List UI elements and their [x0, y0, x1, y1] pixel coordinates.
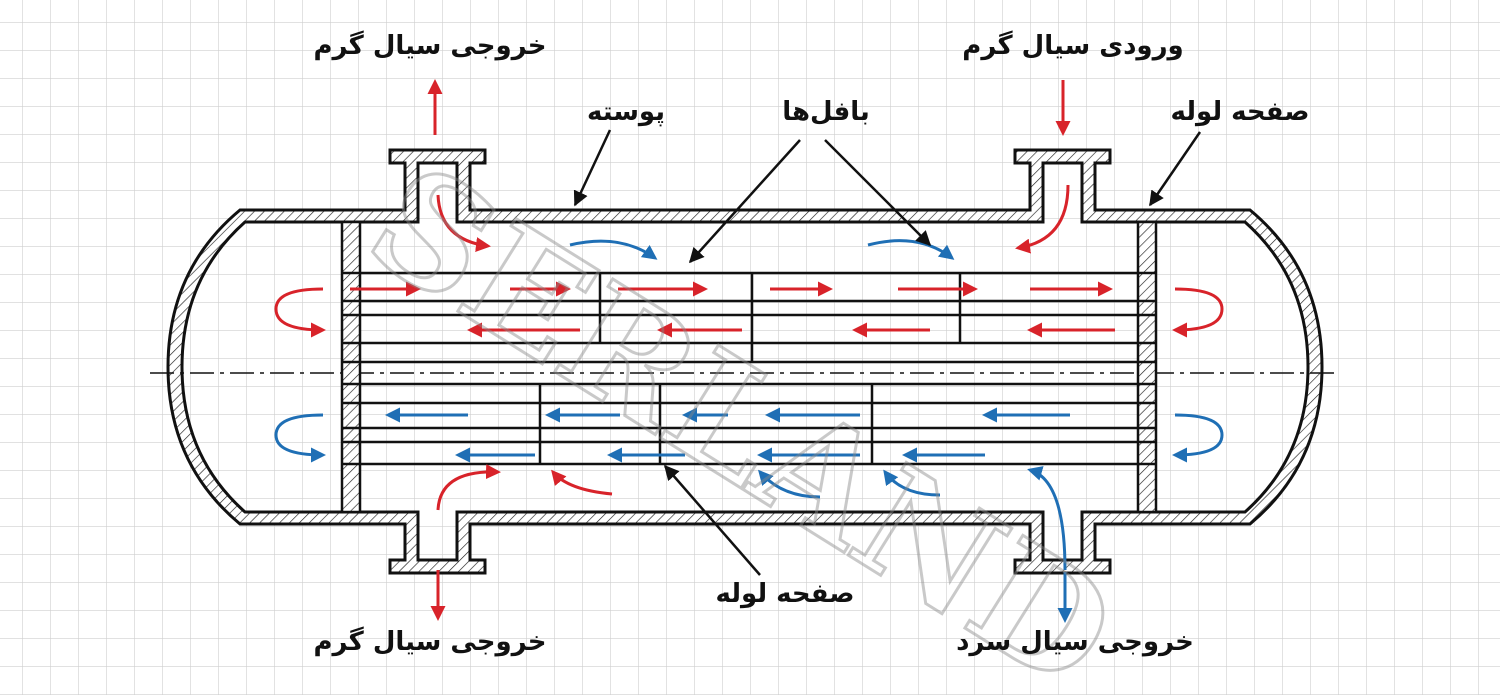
cold-flow-arrows	[274, 239, 1224, 623]
label-tube-sheet-bottom: صفحه لوله	[716, 579, 855, 609]
tube-bundle	[342, 271, 1156, 466]
leader-arrows	[573, 129, 1202, 576]
hot-flow-arrows	[274, 79, 1224, 621]
tube-sheet-left	[340, 220, 362, 514]
tube-sheet-right	[1136, 220, 1158, 514]
shell-body	[166, 148, 1324, 575]
label-inlet-top: ورودی سیال گرم	[962, 30, 1183, 61]
label-tube-sheet-right: صفحه لوله	[1171, 97, 1310, 127]
label-hot-outlet-bottom: خروجی سیال گرم	[313, 626, 546, 657]
baffles	[538, 273, 962, 464]
label-baffles: بافل‌ها	[782, 97, 870, 127]
label-hot-outlet-top: خروجی سیال گرم	[313, 30, 546, 61]
label-shell: پوسته	[587, 97, 665, 127]
label-cold-outlet-bottom: خروجی سیال سرد	[956, 627, 1194, 657]
